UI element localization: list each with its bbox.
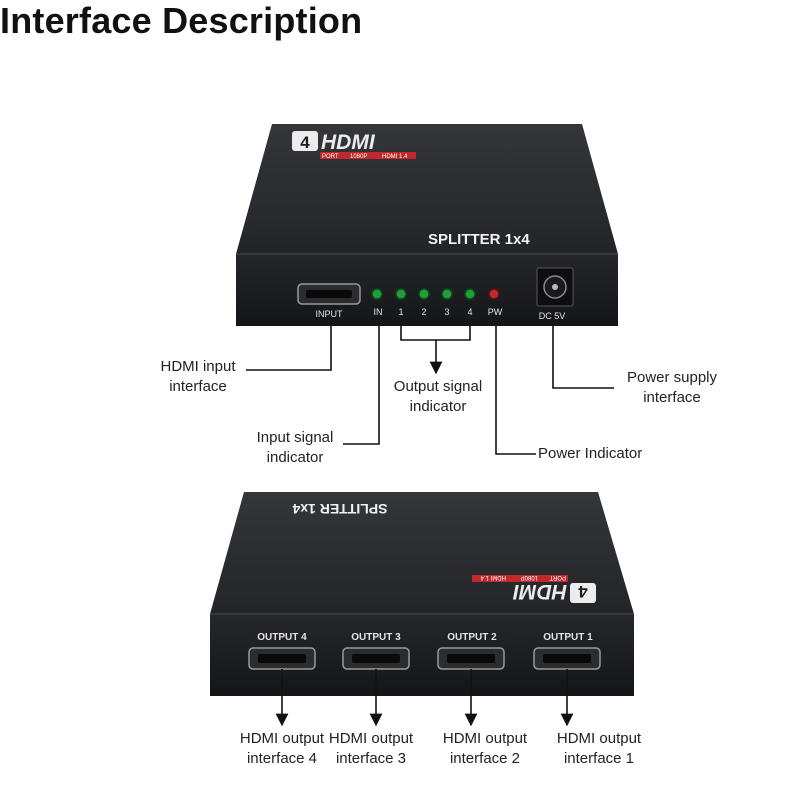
callout-hdmi-out-2-line2: interface 2: [449, 750, 521, 767]
led-label-3: 3: [444, 307, 449, 317]
callout-hdmi-out-4-line2: interface 4: [246, 750, 318, 767]
callout-power-supply-line2: interface: [643, 389, 701, 406]
callout-hdmi-out-3: HDMI output interface 3: [321, 729, 421, 769]
back-logo-number: 4: [578, 582, 588, 601]
callout-input-signal: Input signal indicator: [246, 428, 344, 468]
callout-line-hdmi-input: [246, 326, 332, 371]
callout-hdmi-out-1: HDMI output interface 1: [549, 729, 649, 769]
dc-power-jack: DC 5V: [536, 267, 574, 321]
led-in: [371, 288, 383, 300]
led-label-4: 4: [467, 307, 472, 317]
hdmi-output-port-2: OUTPUT 2: [437, 632, 505, 670]
callout-hdmi-input-line1: HDMI input: [160, 358, 236, 375]
callout-hdmi-out-2-line1: HDMI output: [442, 730, 528, 747]
callout-power-indicator: Power Indicator: [538, 444, 664, 464]
callout-output-signal-line1: Output signal: [393, 378, 483, 395]
back-logo-sub-2: 1080P: [521, 574, 538, 580]
front-logo-number: 4: [300, 133, 310, 152]
callout-hdmi-out-3-line2: interface 3: [335, 750, 407, 767]
callout-output-signal-line2: indicator: [409, 398, 467, 415]
callout-hdmi-out-4-line1: HDMI output: [239, 730, 325, 747]
dc-label: DC 5V: [539, 311, 566, 321]
callout-line-power-indicator: [495, 326, 536, 455]
input-port-label: INPUT: [316, 309, 344, 319]
output-label-3: OUTPUT 3: [351, 632, 401, 643]
callout-power-supply-line1: Power supply: [626, 369, 718, 386]
front-logo-sub-2: 1080P: [350, 154, 367, 160]
callout-hdmi-out-3-line1: HDMI output: [328, 730, 414, 747]
front-device: 4 HDMI PORT 1080P HDMI 1.4 SPLITTER 1x4 …: [236, 124, 618, 326]
callout-line-input-signal: [343, 326, 380, 445]
page-title: Interface Description: [0, 0, 363, 41]
output-label-1: OUTPUT 1: [543, 632, 593, 643]
led-label-in: IN: [374, 307, 383, 317]
callout-line-output-signal: [400, 326, 471, 341]
callout-hdmi-out-2: HDMI output interface 2: [435, 729, 535, 769]
led-label-1: 1: [398, 307, 403, 317]
callout-hdmi-out-1-line2: interface 1: [563, 750, 635, 767]
front-logo-sub-3: HDMI 1.4: [382, 154, 408, 160]
hdmi-output-port-1: OUTPUT 1: [533, 632, 601, 670]
front-callout-lines: [246, 326, 614, 455]
callout-hdmi-out-4: HDMI output interface 4: [232, 729, 332, 769]
callout-hdmi-input: HDMI input interface: [150, 357, 246, 397]
back-logo-sub-3: HDMI 1.4: [480, 574, 506, 580]
callout-power-indicator-line1: Power Indicator: [538, 445, 643, 462]
hdmi-input-port: INPUT: [297, 283, 361, 319]
front-logo-text: HDMI: [321, 131, 376, 154]
callout-hdmi-input-line2: interface: [169, 378, 227, 395]
callout-line-power-supply: [552, 326, 614, 389]
front-logo-sub-1: PORT: [322, 154, 339, 160]
led-2: [418, 288, 430, 300]
hdmi-output-port-3: OUTPUT 3: [342, 632, 410, 670]
back-device: SPLITTER 1x4 4 HDMI PORT 1080P HDMI 1.4 …: [210, 492, 634, 696]
back-hdmi-logo: 4 HDMI PORT 1080P HDMI 1.4: [472, 574, 596, 603]
led-label-pw: PW: [488, 307, 503, 317]
callout-output-signal: Output signal indicator: [378, 377, 498, 417]
callout-hdmi-out-1-line1: HDMI output: [556, 730, 642, 747]
led-1: [395, 288, 407, 300]
back-logo-sub-1: PORT: [549, 574, 566, 580]
callout-input-signal-line2: indicator: [266, 449, 324, 466]
output-label-4: OUTPUT 4: [257, 632, 307, 643]
callout-input-signal-line1: Input signal: [256, 429, 334, 446]
led-3: [441, 288, 453, 300]
back-device-top: [210, 492, 634, 614]
led-pw: [488, 288, 500, 300]
back-model-label: SPLITTER 1x4: [292, 501, 387, 517]
output-label-2: OUTPUT 2: [447, 632, 497, 643]
front-hdmi-logo: 4 HDMI PORT 1080P HDMI 1.4: [292, 131, 416, 160]
front-model-label: SPLITTER 1x4: [428, 231, 530, 248]
led-row: IN 1 2 3 4 PW: [371, 288, 503, 317]
led-4: [464, 288, 476, 300]
callout-power-supply: Power supply interface: [614, 368, 730, 408]
back-logo-text: HDMI: [512, 580, 567, 603]
back-callout-lines: [275, 669, 574, 727]
led-label-2: 2: [421, 307, 426, 317]
hdmi-output-port-4: OUTPUT 4: [248, 632, 316, 670]
